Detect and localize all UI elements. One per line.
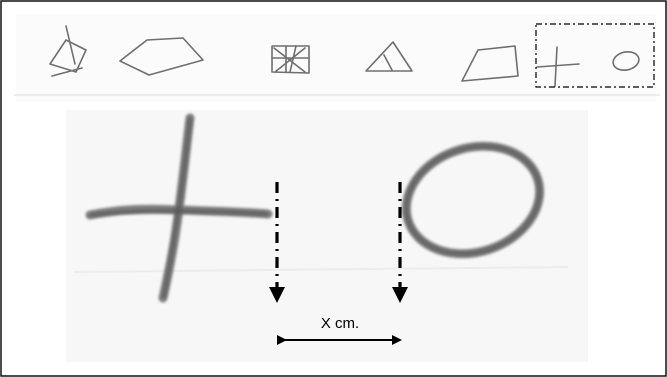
enlarged-sketch-panel xyxy=(66,110,588,362)
top-strip-background xyxy=(16,14,656,102)
large-circle-shape xyxy=(401,141,545,259)
large-plus-shape xyxy=(85,113,273,303)
panel-faint-line xyxy=(73,266,569,273)
distance-label: X cm. xyxy=(321,315,359,332)
measurement-annotation: X cm. xyxy=(269,182,408,345)
shape-quadrilateral xyxy=(119,37,204,76)
shape-skewed-square xyxy=(461,45,519,82)
shape-rotated-square-with-tick xyxy=(49,25,87,77)
shape-plus-small xyxy=(536,46,580,87)
shape-triangle xyxy=(365,41,413,72)
shape-square-with-star xyxy=(271,45,310,74)
highlight-box xyxy=(535,23,655,88)
shape-circle-small xyxy=(612,50,640,72)
top-sketch-strip xyxy=(14,14,660,102)
